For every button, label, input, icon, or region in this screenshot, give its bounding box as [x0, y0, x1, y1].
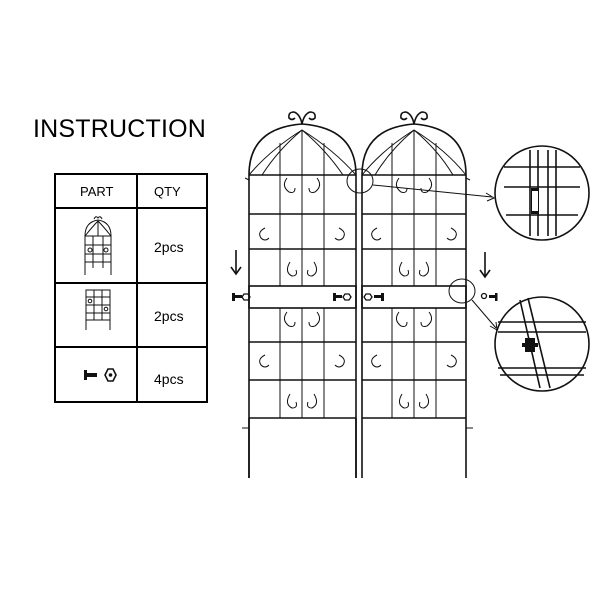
- insert-arrow-left: [230, 250, 242, 276]
- page-title: INSTRUCTION: [33, 115, 207, 143]
- arched-trellis-panel-icon: [84, 216, 112, 275]
- qty-row-2: 2pcs: [154, 308, 184, 324]
- bolt-right-outer: [480, 292, 498, 301]
- table-column-divider: [136, 173, 138, 403]
- bolt-left-outer: [232, 293, 251, 301]
- bolt-and-nut-icon: [84, 368, 117, 382]
- top-join-detail: [346, 145, 590, 241]
- insert-arrow-right: [479, 252, 491, 279]
- header-qty: QTY: [154, 184, 181, 199]
- bolt-right-inner: [363, 293, 384, 301]
- bolt-left-inner: [333, 293, 352, 301]
- table-row-divider: [54, 282, 208, 284]
- qty-row-3: 4pcs: [154, 371, 184, 387]
- qty-row-1: 2pcs: [154, 239, 184, 255]
- table-outline: [54, 173, 208, 403]
- arched-trellis-panel-right: [361, 111, 473, 478]
- table-row-divider: [54, 207, 208, 209]
- table-row-divider: [54, 346, 208, 348]
- straight-trellis-panel-icon: [85, 289, 111, 330]
- arched-trellis-panel-left: [242, 111, 357, 478]
- middle-bolt-detail: [448, 278, 590, 392]
- header-part: PART: [80, 184, 114, 199]
